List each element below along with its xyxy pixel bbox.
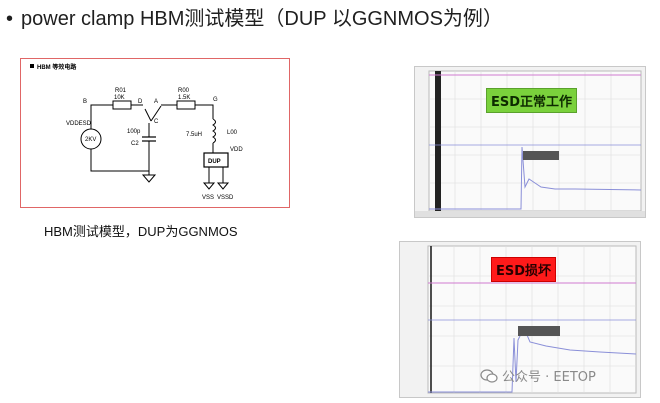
hbm-circuit-panel: HBM 等效电路 2KV VDDESD B R01 10K D A C 100p… bbox=[20, 58, 290, 208]
resistor-r01-icon bbox=[112, 100, 132, 110]
inductor-name: L00 bbox=[227, 130, 238, 136]
r00-name: R00 bbox=[178, 88, 190, 94]
cap-name: C2 bbox=[131, 141, 139, 147]
cursor-readout bbox=[518, 326, 560, 336]
wire bbox=[195, 104, 214, 119]
scope-left-bar bbox=[435, 71, 441, 211]
r01-name: R01 bbox=[115, 88, 127, 94]
node-d-label: D bbox=[138, 99, 143, 105]
cursor-readout bbox=[523, 151, 559, 160]
circuit-caption: HBM测试模型，DUP为GGNMOS bbox=[44, 224, 238, 239]
inductor-icon bbox=[212, 118, 216, 144]
ground-icon bbox=[141, 174, 157, 183]
node-c-label: C bbox=[154, 119, 159, 125]
bullet-icon: • bbox=[6, 8, 14, 30]
cap-value: 100p bbox=[127, 129, 141, 135]
vssd-label: VSSD bbox=[217, 195, 234, 201]
wire bbox=[90, 149, 149, 172]
switch-icon bbox=[150, 105, 162, 122]
dup-label: DUP bbox=[208, 159, 221, 165]
wechat-icon bbox=[480, 369, 498, 383]
status-badge-normal: ESD正常工作 bbox=[486, 88, 578, 113]
node-b-label: B bbox=[83, 99, 87, 105]
watermark-text: 公众号 · EETOP bbox=[502, 370, 596, 385]
ground-icon bbox=[216, 182, 230, 190]
status-badge-damaged: ESD损坏 bbox=[491, 257, 557, 282]
hbm-circuit-diagram: HBM 等效电路 2KV VDDESD B R01 10K D A C 100p… bbox=[30, 63, 243, 201]
dup-box bbox=[203, 152, 229, 168]
scope-status-bar bbox=[415, 211, 645, 217]
slide-title: • power clamp HBM测试模型（DUP 以GGNMOS为例） bbox=[6, 2, 503, 31]
vss-label: VSS bbox=[202, 195, 214, 201]
resistor-r00-icon bbox=[176, 100, 196, 110]
heading-bullet-icon bbox=[30, 64, 34, 68]
r01-value: 10K bbox=[114, 95, 125, 101]
circuit-heading: HBM 等效电路 bbox=[37, 63, 77, 71]
waveform-trace bbox=[429, 146, 642, 210]
ground-icon bbox=[202, 182, 216, 190]
node-a-label: A bbox=[154, 99, 158, 105]
wire bbox=[90, 104, 113, 129]
r00-value: 1.5K bbox=[178, 95, 190, 101]
node-g-label: G bbox=[213, 97, 218, 103]
switch-icon bbox=[144, 108, 152, 122]
vdd-label: VDD bbox=[230, 147, 243, 153]
inductor-value: 7.5uH bbox=[186, 132, 202, 138]
source-label: VDDESD bbox=[66, 121, 92, 127]
watermark: 公众号 · EETOP bbox=[480, 366, 596, 385]
slide-title-text: power clamp HBM测试模型（DUP 以GGNMOS为例） bbox=[21, 8, 503, 30]
source-value: 2KV bbox=[85, 137, 96, 143]
scope-grid bbox=[429, 71, 641, 211]
